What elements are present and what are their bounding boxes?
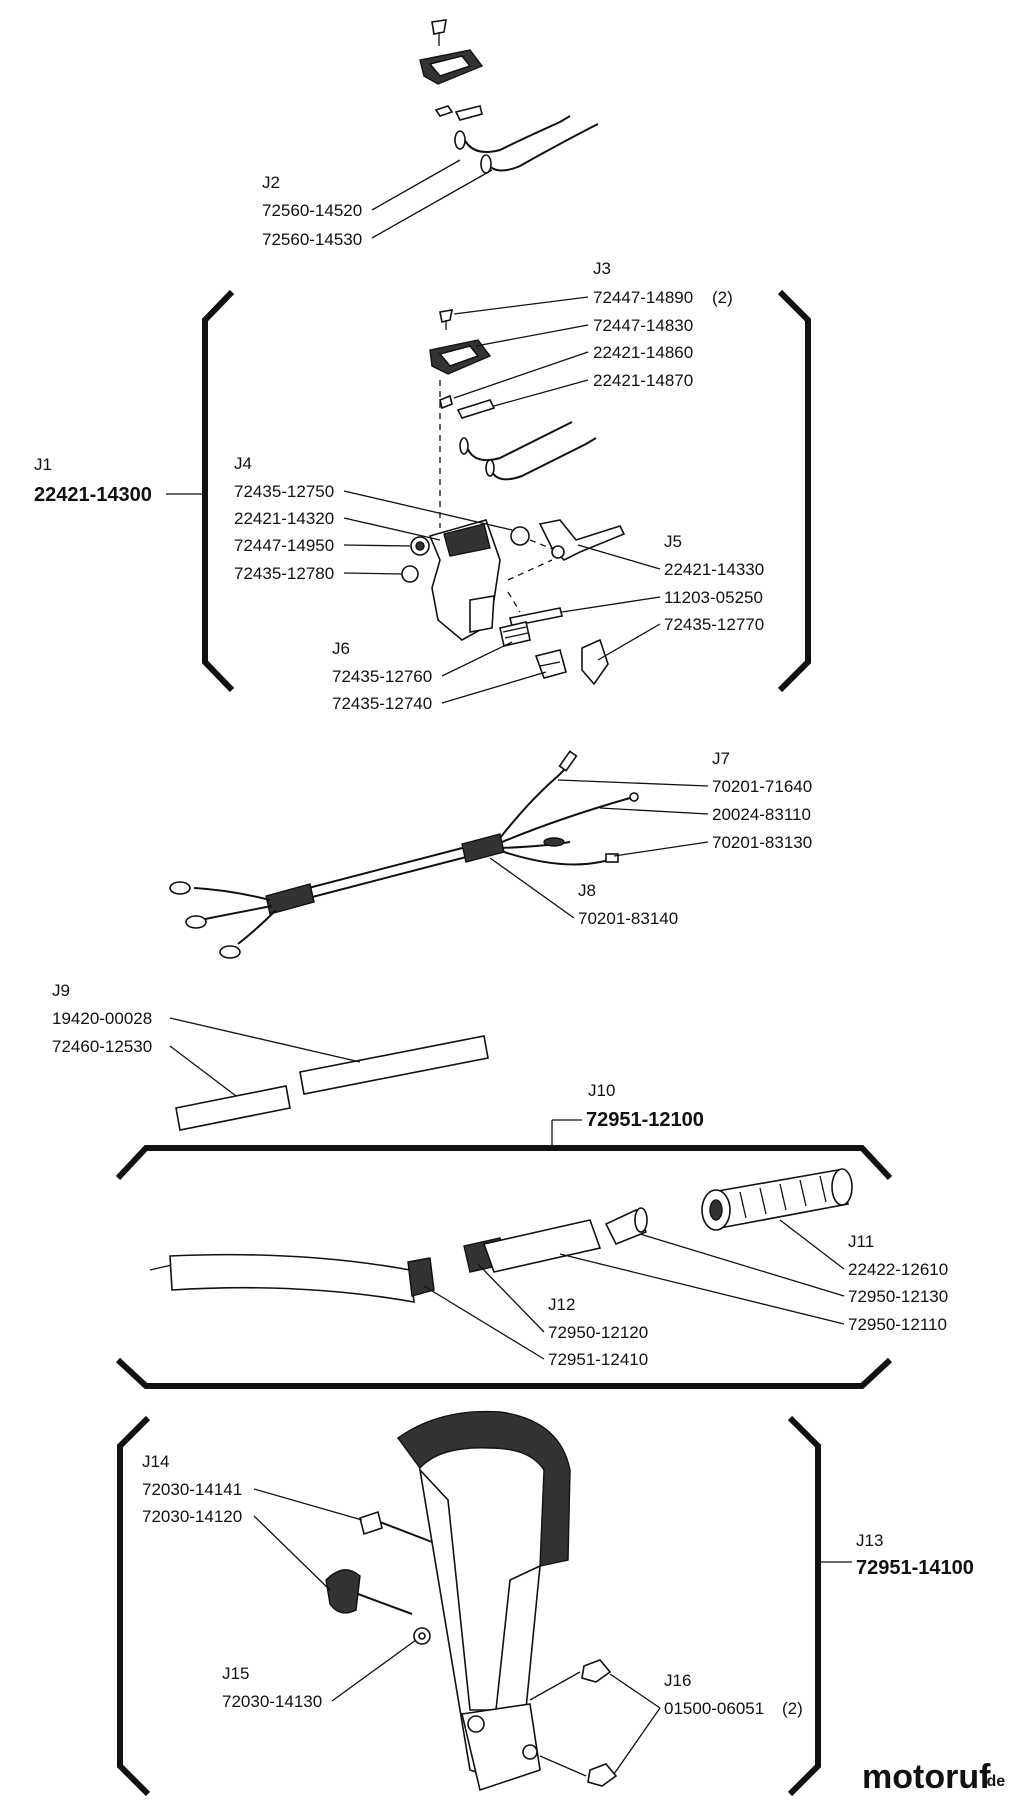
part-j7-labels: J7 70201-71640 20024-83110 70201-83130 <box>557 749 812 857</box>
part-j6-illustration <box>499 621 567 679</box>
bracket-j13 <box>117 1415 852 1797</box>
part-j4-illustration <box>401 380 561 641</box>
logo-brand: motoruf <box>862 1758 991 1796</box>
pn-72435-12770: 72435-12770 <box>664 615 764 634</box>
ref-j3: J3 <box>593 259 611 278</box>
part-j2-labels: J2 72560-14520 72560-14530 <box>262 159 493 249</box>
part-j9-labels: J9 19420-00028 72460-12530 <box>52 981 361 1097</box>
motoruf-logo: motoruf .de <box>862 1758 1005 1796</box>
ref-j6: J6 <box>332 639 350 658</box>
ref-j14: J14 <box>142 1452 169 1471</box>
pn-22421-14860: 22421-14860 <box>593 343 693 362</box>
asm-22421-14300: 22421-14300 <box>34 484 152 506</box>
pn-72560-14530: 72560-14530 <box>262 230 362 249</box>
pn-72030-14120: 72030-14120 <box>142 1507 242 1526</box>
pn-72447-14950: 72447-14950 <box>234 536 334 555</box>
part-j4-labels: J4 72435-12750 22421-14320 72447-14950 7… <box>234 454 513 583</box>
part-j8-labels: J8 70201-83140 <box>489 857 678 928</box>
pn-72435-12740: 72435-12740 <box>332 694 432 713</box>
part-j5-labels: J5 22421-14330 11203-05250 72435-12770 <box>561 532 764 661</box>
ref-j4: J4 <box>234 454 252 473</box>
pn-72435-12750: 72435-12750 <box>234 482 334 501</box>
pn-70201-83140: 70201-83140 <box>578 909 678 928</box>
pn-72447-14890: 72447-14890 <box>593 288 693 307</box>
ref-j7: J7 <box>712 749 730 768</box>
pn-72435-12760: 72435-12760 <box>332 667 432 686</box>
ref-j1: J1 <box>34 455 52 474</box>
pn-22422-12610: 22422-12610 <box>848 1260 948 1279</box>
ref-j11: J11 <box>848 1232 874 1251</box>
ref-j12: J12 <box>548 1295 575 1314</box>
ref-j8: J8 <box>578 881 596 900</box>
part-j3-labels: J3 72447-14890 (2) 72447-14830 22421-148… <box>453 259 733 407</box>
pn-20024-83110: 20024-83110 <box>712 805 811 824</box>
asm-72951-12100: 72951-12100 <box>586 1109 704 1131</box>
pn-22421-14320: 22421-14320 <box>234 509 334 528</box>
pn-72951-12410: 72951-12410 <box>548 1350 648 1369</box>
pn-72030-14130: 72030-14130 <box>222 1692 322 1711</box>
bracket-j1 <box>166 289 811 693</box>
part-j3-illustration <box>429 309 597 481</box>
part-j14-illustration <box>325 1510 433 1615</box>
asm-72951-14100: 72951-14100 <box>856 1557 974 1579</box>
logo-tld: .de <box>982 1773 1005 1790</box>
part-j2-illustration <box>419 19 599 174</box>
ref-j10: J10 <box>588 1081 615 1100</box>
bracket-j10 <box>115 1119 893 1389</box>
pn-72560-14520: 72560-14520 <box>262 201 362 220</box>
pn-70201-83130: 70201-83130 <box>712 833 812 852</box>
part-j15-illustration <box>413 1627 431 1645</box>
pn-72030-14141: 72030-14141 <box>142 1480 242 1499</box>
pn-19420-00028: 19420-00028 <box>52 1009 152 1028</box>
part-j13-illustration <box>397 1410 571 1792</box>
part-j10-illustration <box>149 1168 853 1303</box>
qty-01500-06051: (2) <box>782 1699 803 1718</box>
pn-22421-14330: 22421-14330 <box>664 560 764 579</box>
part-j14-labels: J14 72030-14141 72030-14120 <box>142 1452 363 1591</box>
pn-72950-12110: 72950-12110 <box>848 1315 947 1334</box>
pn-72950-12120: 72950-12120 <box>548 1323 648 1342</box>
qty-72447-14890: (2) <box>712 288 733 307</box>
pn-72950-12130: 72950-12130 <box>848 1287 948 1306</box>
part-j9-illustration <box>175 1035 489 1131</box>
pn-11203-05250: 11203-05250 <box>664 588 763 607</box>
ref-j16: J16 <box>664 1671 691 1690</box>
part-j11-labels: J11 22422-12610 72950-12130 72950-12110 <box>559 1219 948 1334</box>
part-j5-illustration <box>507 519 626 686</box>
part-j6-labels: J6 72435-12760 72435-12740 <box>332 639 547 713</box>
part-j16-labels: J16 01500-06051 (2) <box>609 1671 803 1775</box>
part-j16-illustration <box>529 1659 618 1787</box>
ref-j2: J2 <box>262 173 280 192</box>
part-j12-labels: J12 72950-12120 72951-12410 <box>423 1263 648 1369</box>
pn-72435-12780: 72435-12780 <box>234 564 334 583</box>
pn-01500-06051: 01500-06051 <box>664 1699 764 1718</box>
pn-72447-14830: 72447-14830 <box>593 316 693 335</box>
pn-72460-12530: 72460-12530 <box>52 1037 152 1056</box>
ref-j9: J9 <box>52 981 70 1000</box>
ref-j15: J15 <box>222 1664 249 1683</box>
ref-j5: J5 <box>664 532 682 551</box>
part-j15-labels: J15 72030-14130 <box>222 1639 417 1711</box>
pn-70201-71640: 70201-71640 <box>712 777 812 796</box>
ref-j13: J13 <box>856 1531 883 1550</box>
part-j7-j8-illustration <box>169 750 639 959</box>
pn-22421-14870: 22421-14870 <box>593 371 693 390</box>
